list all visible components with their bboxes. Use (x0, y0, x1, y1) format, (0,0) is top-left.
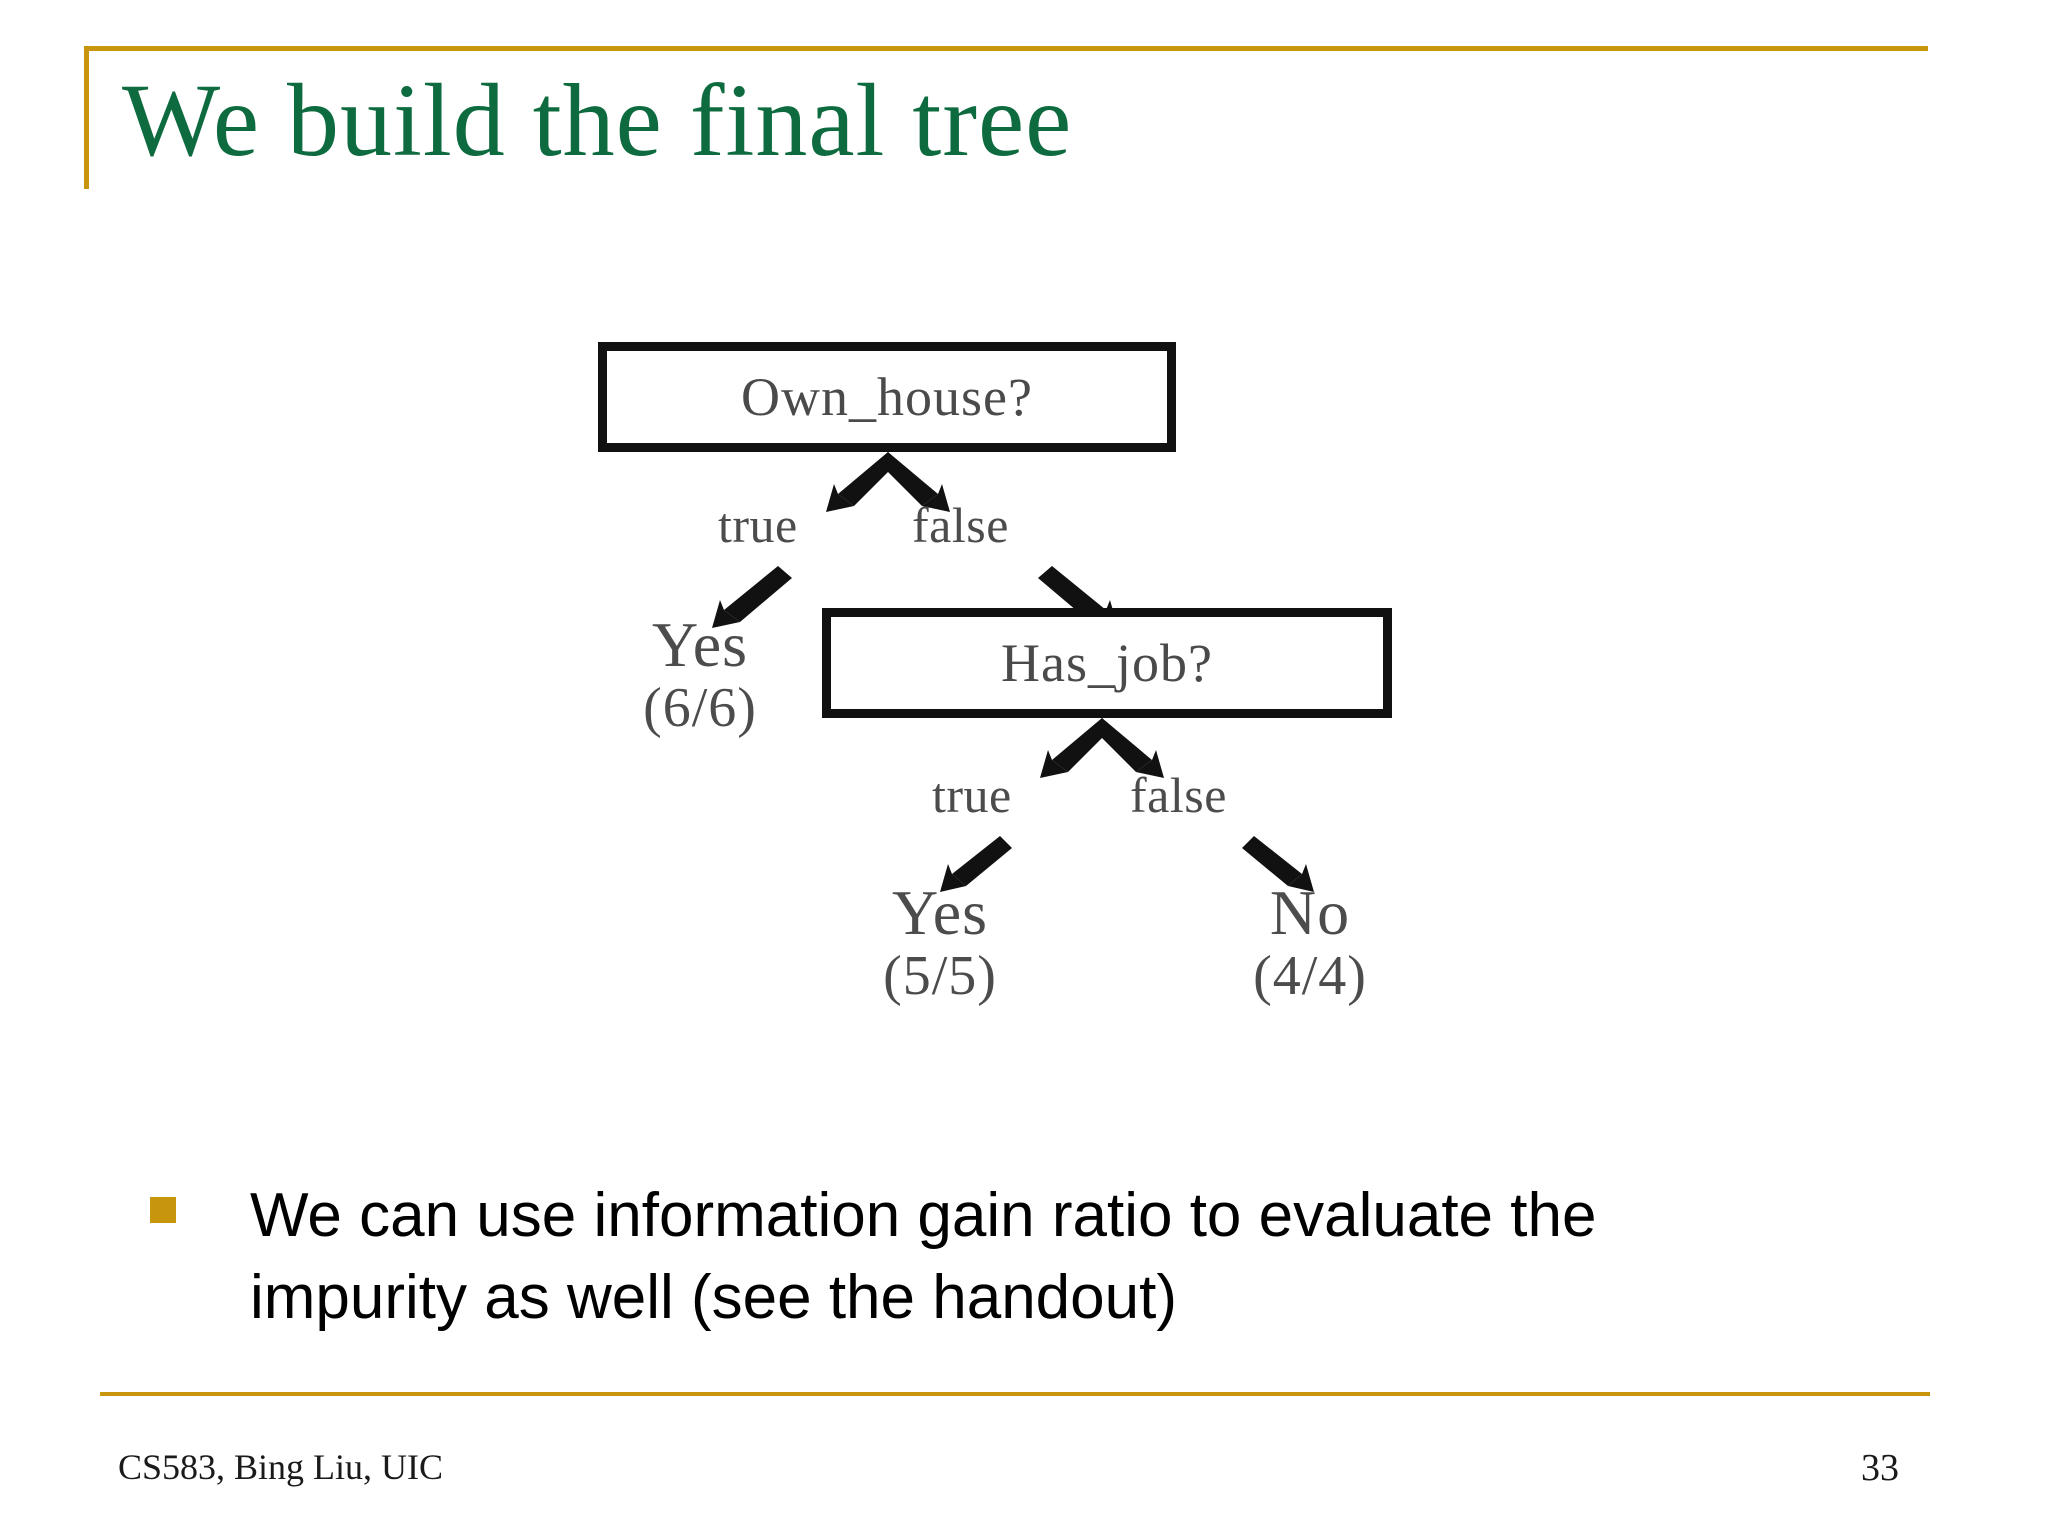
leaf-label: No (1269, 877, 1351, 948)
footer-credit: CS583, Bing Liu, UIC (118, 1447, 444, 1487)
leaf-counts: (5/5) (883, 944, 997, 1007)
edge-label-own-house-true: true (718, 497, 798, 553)
edge-label-has-job-true: true (932, 767, 1012, 823)
title-left-rule (84, 46, 89, 189)
leaf-counts: (4/4) (1253, 944, 1367, 1007)
tree-leaf-no-4-4: No (4/4) (1200, 877, 1420, 1007)
title-top-rule (84, 46, 1928, 51)
page-title: We build the final tree (122, 63, 1073, 178)
tree-leaf-yes-5-5: Yes (5/5) (830, 877, 1050, 1007)
footer-rule (100, 1392, 1930, 1396)
leaf-label: Yes (891, 877, 989, 948)
leaf-label: Yes (651, 609, 749, 680)
bullet-text: We can use information gain ratio to eva… (250, 1181, 1597, 1333)
tree-node-has-job: Has_job? (822, 608, 1392, 718)
edge-label-own-house-false: false (912, 497, 1009, 553)
bullet-square-icon (150, 1197, 176, 1223)
edge-label-has-job-false: false (1130, 767, 1227, 823)
tree-node-own-house: Own_house? (598, 342, 1176, 452)
bullet-list-item: We can use information gain ratio to eva… (150, 1175, 1930, 1340)
tree-leaf-yes-6-6: Yes (6/6) (590, 609, 810, 739)
leaf-counts: (6/6) (643, 676, 757, 739)
footer-page-number: 33 (1861, 1447, 1899, 1489)
